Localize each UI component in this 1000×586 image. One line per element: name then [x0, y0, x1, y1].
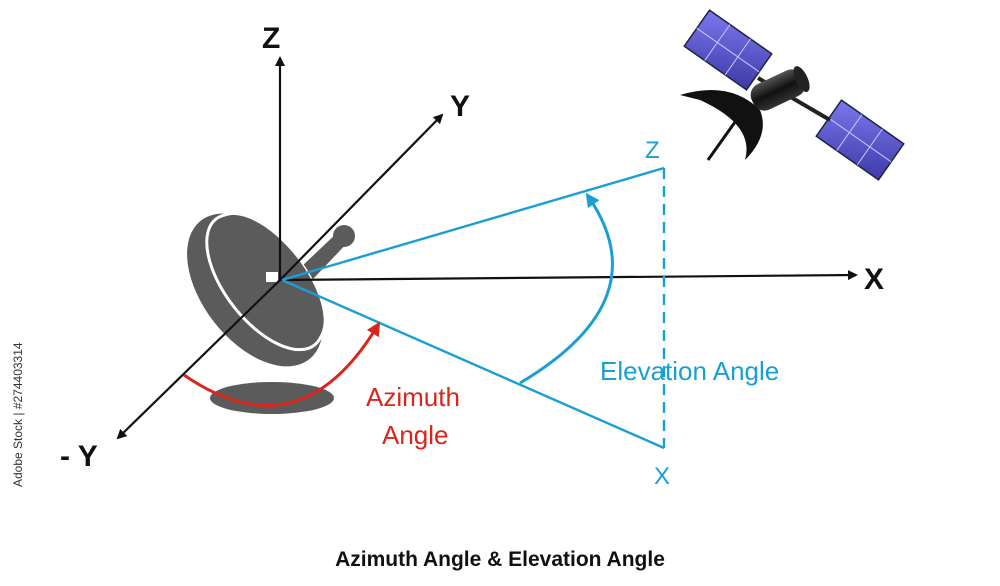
satellite-icon: [680, 9, 905, 181]
satellite-body: [750, 69, 806, 111]
stock-id-text: Adobe Stock | #274403314: [11, 342, 25, 487]
z-axis-label: Z: [262, 22, 280, 55]
dish-mount: [266, 272, 278, 282]
dish-shadow: [210, 382, 334, 414]
neg-y-axis: [116, 279, 281, 440]
satellite-antenna-rod: [706, 107, 747, 161]
azimuth-arc: [183, 321, 381, 407]
triangle-z-label: Z: [645, 137, 660, 164]
axes: [116, 56, 858, 440]
triangle-x-label: X: [654, 463, 670, 490]
triangle-lower-edge: [281, 278, 665, 450]
satellite-antenna-dish: [680, 90, 763, 160]
triangle-upper-edge: [281, 166, 665, 282]
elevation-arc: [519, 192, 614, 385]
dish-feed: [333, 225, 355, 247]
elevation-triangle: [281, 166, 666, 450]
azimuth-angle-label-line2: Angle: [382, 420, 449, 450]
solar-panel-right: [815, 99, 905, 181]
x-axis-label: X: [864, 263, 884, 296]
solar-panel-left: [683, 9, 773, 91]
elevation-angle-label: Elevation Angle: [600, 356, 779, 386]
azimuth-angle-label-line1: Azimuth: [366, 382, 460, 412]
y-axis: [279, 113, 444, 281]
diagram-caption: Azimuth Angle & Elevation Angle: [335, 548, 665, 571]
satellite-body-cap: [793, 66, 810, 92]
y-axis-label: Y: [450, 90, 470, 123]
neg-y-axis-label: - Y: [60, 440, 98, 473]
satellite-dish-icon: [187, 212, 355, 414]
x-axis: [279, 270, 858, 282]
